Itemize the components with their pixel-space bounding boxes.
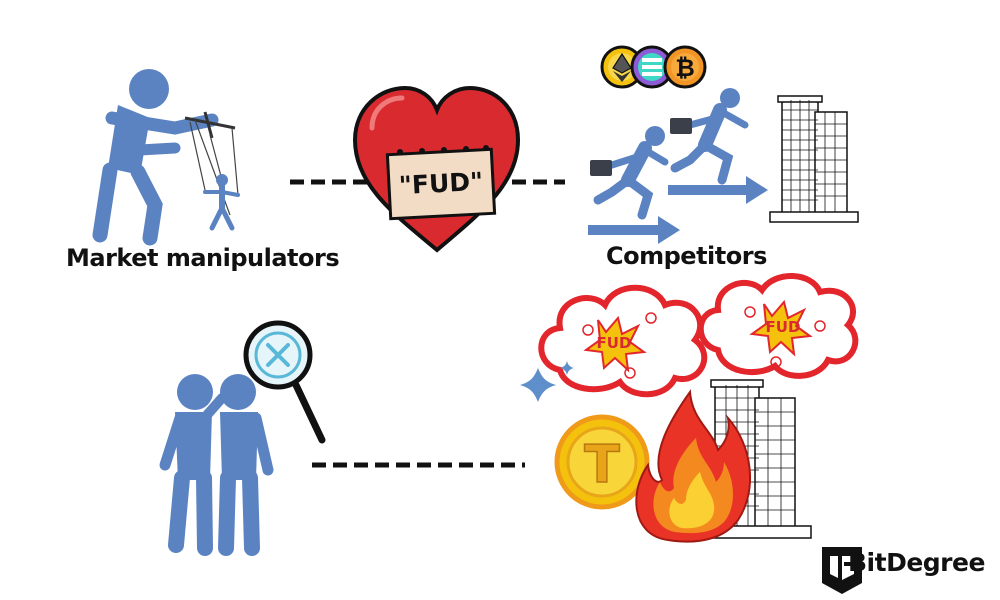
bitcoin-icon: ₿ xyxy=(663,45,707,89)
fire-icon xyxy=(635,389,751,543)
label-competitors: Competitors xyxy=(606,242,767,270)
fud-cloud-text: FUD xyxy=(766,318,801,336)
whispering-people-icon xyxy=(159,374,274,556)
fud-sign-text: "FUD" xyxy=(398,167,484,200)
magnifying-glass-icon xyxy=(243,320,326,444)
bitdegree-logo-icon xyxy=(822,547,862,594)
coin-letter: T xyxy=(584,435,620,495)
token-coin-icon: T xyxy=(554,414,650,510)
fud-cloud-right: FUD xyxy=(697,273,859,379)
runners-icon xyxy=(590,88,749,220)
sparkle-icons xyxy=(520,361,574,402)
puppeteer-icon xyxy=(92,69,240,246)
brand-name: BitDegree xyxy=(848,548,985,577)
label-market-manipulators: Market manipulators xyxy=(66,244,340,272)
fud-cloud-left: FUD xyxy=(538,284,708,398)
x-icon xyxy=(266,343,290,367)
fud-sign: "FUD" xyxy=(385,145,497,221)
building-icon-top xyxy=(769,95,859,223)
arrow-icons xyxy=(588,176,768,244)
crypto-coins: ₿ xyxy=(600,45,707,89)
fud-cloud-text: FUD xyxy=(597,334,632,352)
svg-text:₿: ₿ xyxy=(675,54,695,82)
